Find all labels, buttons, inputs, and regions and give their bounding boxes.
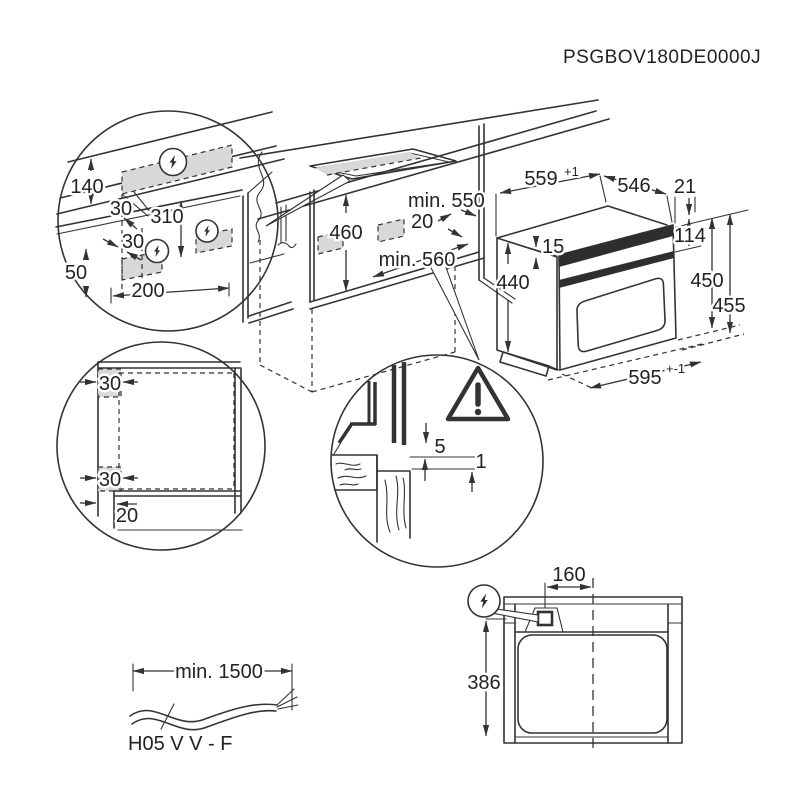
lightning-icon (158, 147, 188, 177)
detail-circle-border (57, 110, 279, 332)
lightning-icon (144, 238, 170, 264)
dim-386-label: 386 (467, 672, 500, 694)
detail-circle-border (56, 341, 266, 551)
niche-zone-back (377, 218, 405, 243)
dim-460-label: 460 (329, 222, 362, 244)
dim-5-label: 5 (434, 436, 445, 458)
dim-20-plinth-label: 20 (116, 505, 138, 527)
dim-546-label: 546 (617, 175, 650, 197)
dim-1-label: 1 (475, 451, 486, 473)
page-title: PSGBOV180DE0000J (563, 47, 761, 68)
dim-30-upper-label: 30 (110, 198, 132, 220)
oven-foot (499, 351, 550, 377)
clearance-zone-top (97, 368, 122, 398)
dim-559-label: 559 (524, 168, 557, 190)
top-left-detail-circle: 140 30 310 30 50 200 (55, 110, 294, 332)
junction-box (536, 610, 554, 627)
niche-zone-left (317, 230, 344, 255)
hob-cutout-zone (315, 152, 421, 175)
oven-door-window (576, 277, 666, 353)
power-cable-detail: min. 1500 H05 V V - F (126, 659, 299, 758)
detail-circle-border (330, 354, 544, 568)
dim-450-label: 450 (690, 270, 723, 292)
dim-455-label: 455 (712, 295, 745, 317)
detail-callout-wedge (427, 258, 480, 361)
dim-595-tolerance: +-1 (666, 361, 685, 376)
dim-50-label: 50 (65, 262, 87, 284)
cable-type-label: H05 V V - F (128, 733, 232, 755)
dim-21-label: 21 (674, 176, 696, 198)
dim-min550-label: min. 550 (408, 190, 485, 212)
dim-30-bottom-label: 30 (99, 469, 121, 491)
cable (129, 703, 278, 723)
dim-160-label: 160 (552, 564, 585, 586)
oven-top-trim (559, 225, 673, 267)
cabinet-isometric-view: 460 min. 550 20 min. 560 (239, 99, 610, 393)
hob-cutout (309, 148, 457, 180)
lightning-icon (467, 584, 501, 618)
dim-140-label: 140 (70, 176, 103, 198)
oven-isometric-view: 559 +1 546 21 15 440 114 450 455 595 +-1 (494, 162, 749, 392)
dim-114-label: 114 (674, 225, 706, 247)
dim-595-label: 595 (628, 367, 661, 389)
plan-view: 160 386 (465, 562, 683, 752)
clearance-zone-bottom (97, 466, 122, 492)
niche-front-detail-circle: 30 30 20 (56, 341, 266, 551)
dim-559-tolerance: +1 (564, 164, 579, 179)
dim-310-label: 310 (150, 206, 183, 228)
gap-detail-circle: 5 1 (330, 354, 544, 568)
dim-440-label: 440 (496, 272, 529, 294)
dim-20-label: 20 (411, 211, 433, 233)
dim-30-lower-label: 30 (122, 231, 144, 253)
dim-15-label: 15 (542, 236, 564, 258)
dim-200-label: 200 (131, 280, 164, 302)
dim-30-top-label: 30 (99, 373, 121, 395)
lightning-icon (195, 219, 219, 243)
detail-callout-wedge (265, 174, 351, 227)
oven-control-panel (559, 251, 674, 288)
warning-triangle-icon (445, 365, 511, 422)
dim-min560-label: min. 560 (379, 249, 456, 271)
cable-length-label: min. 1500 (175, 661, 263, 683)
